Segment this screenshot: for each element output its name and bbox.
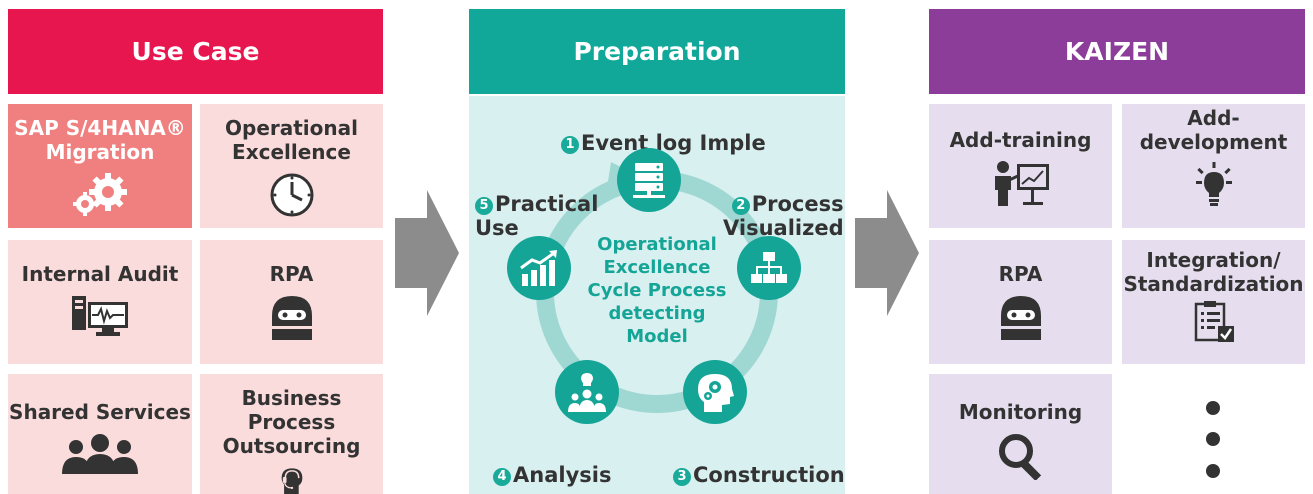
card-label: Shared Services (9, 400, 191, 424)
people-group-icon (62, 434, 138, 474)
card-label: Internal Audit (21, 262, 179, 286)
card-label: Monitoring (958, 400, 1083, 424)
kaizen-card-add-development[interactable]: Add- development (1122, 104, 1305, 228)
stage-text: Event log Imple (581, 131, 766, 155)
checklist-icon (1194, 301, 1234, 342)
stage-number-badge: 5 (475, 197, 493, 215)
arrow-right-icon (395, 190, 459, 316)
head-gears-icon (698, 374, 734, 412)
kaizen-card-integration[interactable]: Integration/ Standardization (1122, 240, 1305, 364)
card-label: Business Process Outsourcing (222, 386, 361, 458)
card-label: RPA (998, 262, 1043, 286)
use-case-card-shared-services[interactable]: Shared Services (8, 374, 192, 494)
lightbulb-icon (1195, 162, 1232, 206)
presenter-icon (994, 161, 1049, 206)
clock-icon (270, 173, 313, 217)
use-case-card-sap-migration[interactable]: SAP S/4HANA® Migration (8, 104, 192, 228)
gears-icon (73, 173, 127, 216)
kaizen-card-monitoring[interactable]: Monitoring (929, 374, 1112, 494)
server-icon (633, 163, 665, 198)
stage-text: Construction (693, 463, 845, 487)
use-case-card-rpa[interactable]: RPA (200, 240, 383, 364)
kaizen-card-rpa[interactable]: RPA (929, 240, 1112, 364)
flowchart-icon (751, 252, 787, 283)
robot-icon (267, 296, 316, 340)
card-label: Add- development (1139, 106, 1288, 154)
use-case-card-bpo[interactable]: Business Process Outsourcing (200, 374, 383, 494)
magnifier-icon (998, 434, 1041, 480)
card-label: Add-training (949, 128, 1092, 152)
use-case-header: Use Case (8, 9, 383, 94)
stage-2-node[interactable] (737, 236, 801, 300)
kaizen-title: KAIZEN (1064, 37, 1170, 66)
stage-number-badge: 2 (731, 197, 750, 215)
cycle-center-text: Operational Excellence Cycle Process det… (587, 234, 727, 347)
more-items-ellipsis-icon (1206, 401, 1220, 478)
kaizen-card-add-training[interactable]: Add-training (929, 104, 1112, 228)
growth-chart-icon (520, 250, 557, 286)
stage-4-node[interactable] (555, 360, 619, 424)
monitor-waveform-icon (72, 296, 128, 336)
card-label: SAP S/4HANA® Migration (14, 116, 186, 164)
stage-1-node[interactable] (617, 148, 681, 212)
use-case-card-internal-audit[interactable]: Internal Audit (8, 240, 192, 364)
arrow-right-icon (855, 190, 919, 316)
use-case-title: Use Case (131, 37, 260, 66)
card-label: Operational Excellence (225, 116, 358, 164)
stage-text: Practical Use (475, 192, 599, 240)
kaizen-header: KAIZEN (929, 9, 1305, 94)
stage-text: Analysis (513, 463, 612, 487)
stage-3-node[interactable] (683, 360, 747, 424)
use-case-card-operational-excellence[interactable]: Operational Excellence (200, 104, 383, 228)
stage-number-badge: 3 (673, 468, 691, 486)
team-idea-icon (568, 373, 606, 412)
preparation-cycle-panel: Operational Excellence Cycle Process det… (469, 96, 845, 494)
headset-operator-icon (281, 468, 302, 494)
stage-number-badge: 1 (561, 136, 579, 154)
card-label: RPA (269, 262, 314, 286)
stage-number-badge: 4 (493, 468, 511, 486)
preparation-header: Preparation (469, 9, 845, 94)
card-label: Integration/ Standardization (1123, 248, 1304, 296)
robot-icon (996, 296, 1045, 340)
stage-text: Process Visualized (723, 192, 844, 240)
preparation-title: Preparation (573, 37, 741, 66)
stage-5-node[interactable] (507, 236, 571, 300)
